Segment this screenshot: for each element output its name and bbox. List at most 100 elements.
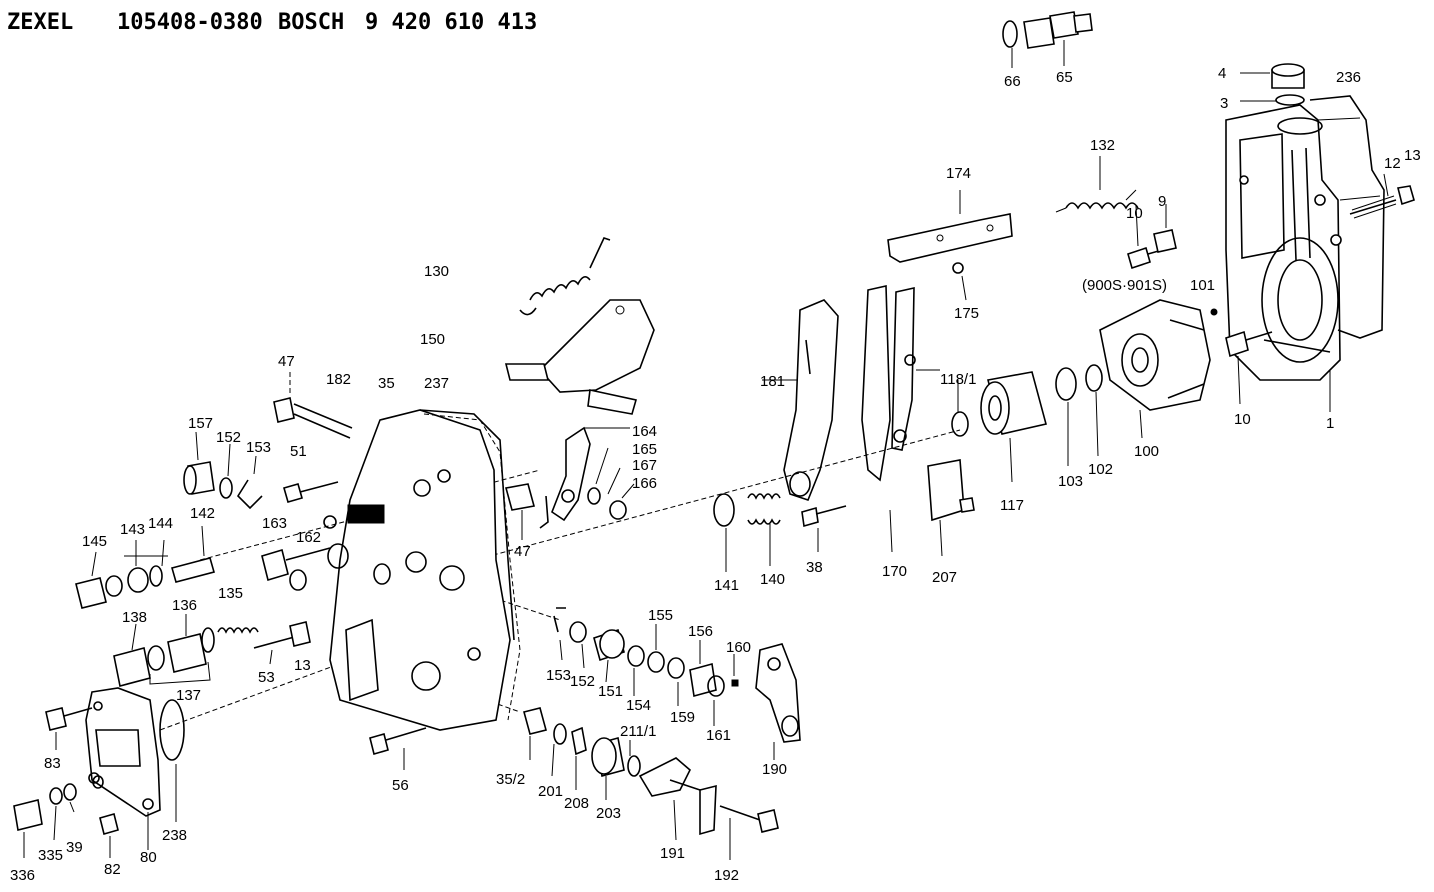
callout-label: 47 [278, 353, 295, 370]
callout-label: 161 [706, 727, 731, 744]
bolt-10-lower [1210, 308, 1331, 412]
bolt-10-upper [1127, 204, 1177, 270]
spring-140 [713, 493, 781, 572]
callout-label: 211/1 [620, 723, 656, 740]
callout-label: 167 [632, 457, 657, 474]
callout-label: 135 [218, 585, 243, 602]
callout-label: 166 [632, 475, 657, 492]
link-164 [539, 426, 635, 529]
callout-label: 143 [120, 521, 145, 538]
callout-label: 1 [1326, 415, 1334, 432]
callout-label: 203 [596, 805, 621, 822]
callout-label: 336 [10, 867, 35, 884]
callout-label: 35 [378, 375, 395, 392]
callout-label: 118/1 [940, 371, 976, 388]
lever-181 [762, 299, 839, 501]
header-brand-number: 9 420 610 413 [365, 10, 538, 35]
callout-label: 164 [632, 423, 657, 440]
header-maker: ZEXEL [7, 10, 74, 35]
callout-label: 156 [688, 623, 713, 640]
callout-label: 132 [1090, 137, 1115, 154]
callout-label: 137 [176, 687, 201, 704]
header-maker-number: 105408-0380 [117, 10, 263, 35]
lever-190 [755, 643, 801, 760]
callout-label: 3 [1220, 95, 1228, 112]
screw-38 [801, 505, 847, 552]
callout-label: 238 [162, 827, 187, 844]
callout-label: 66 [1004, 73, 1021, 90]
callout-label: 138 [122, 609, 147, 626]
callout-label: 102 [1088, 461, 1113, 478]
screw-47-mid [504, 483, 536, 540]
plug-4 [1240, 63, 1305, 106]
screw-assembly-135 [113, 614, 259, 687]
screw-163 [261, 543, 391, 591]
callout-label: 103 [1058, 473, 1083, 490]
callout-label: 65 [1056, 69, 1073, 86]
governor-cover-35 [323, 409, 515, 731]
parts-35-2 [523, 707, 641, 800]
callout-label: 162 [296, 529, 321, 546]
header-brand: BOSCH [278, 10, 345, 35]
callout-label: 117 [1000, 497, 1024, 514]
bolt-12 [1349, 173, 1415, 219]
callout-label: 39 [66, 839, 83, 856]
screw-53 [253, 621, 311, 665]
lever-150 [504, 299, 655, 415]
callout-label: 236 [1336, 69, 1361, 86]
callout-label: 174 [946, 165, 971, 182]
callout-label: 9 [1158, 193, 1166, 210]
shaft-191 [638, 757, 779, 860]
callout-label: 191 [660, 845, 685, 862]
nut-336 [13, 775, 119, 858]
callout-label: 10 [1234, 411, 1251, 428]
callout-label: 181 [760, 373, 785, 390]
screw-65 [1002, 11, 1093, 68]
sleeve-117 [951, 364, 1103, 483]
callout-label: (900S·901S) [1082, 277, 1167, 294]
plunger-row-151 [553, 607, 739, 726]
callout-label: 51 [290, 443, 307, 460]
callout-label: 13 [294, 657, 311, 674]
callout-label: 207 [932, 569, 957, 586]
governor-housing [1225, 95, 1385, 381]
callout-label: 190 [762, 761, 787, 778]
callout-label: 153 [546, 667, 571, 684]
callout-label: 145 [82, 533, 107, 550]
screw-83 [45, 707, 93, 750]
adjust-screw-142 [75, 525, 215, 609]
callout-label: 155 [648, 607, 673, 624]
lever-170 [861, 285, 940, 553]
callout-label: 153 [246, 439, 271, 456]
plunger-157 [183, 431, 263, 510]
callout-label: 335 [38, 847, 63, 864]
screw-51 [283, 481, 339, 503]
callout-label: 237 [424, 375, 449, 392]
callout-label: 157 [188, 415, 213, 432]
callout-label: 165 [632, 441, 657, 458]
callout-label: 56 [392, 777, 409, 794]
callout-label: 35/2 [496, 771, 525, 788]
callout-label: 182 [326, 371, 351, 388]
flyweight-assembly-100 [1099, 299, 1211, 439]
callout-label: 144 [148, 515, 173, 532]
callout-label: 82 [104, 861, 121, 878]
callout-label: 53 [258, 669, 275, 686]
callout-label: 13 [1404, 147, 1421, 164]
block-207 [927, 459, 975, 557]
callout-label: 160 [726, 639, 751, 656]
callout-label: 201 [538, 783, 563, 800]
callout-label: 80 [140, 849, 157, 866]
callout-label: 136 [172, 597, 197, 614]
callout-label: 130 [424, 263, 449, 280]
callout-label: 10 [1126, 205, 1143, 222]
callout-label: 192 [714, 867, 739, 884]
callout-label: 101 [1190, 277, 1215, 294]
callout-label: 152 [216, 429, 241, 446]
callout-label: 100 [1134, 443, 1159, 460]
callout-label: 12 [1384, 155, 1401, 172]
callout-label: 170 [882, 563, 907, 580]
spring-130 [519, 237, 611, 316]
